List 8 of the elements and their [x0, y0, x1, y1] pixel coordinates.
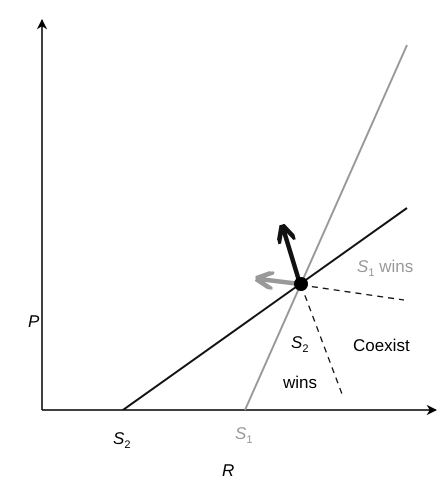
axis-title: P	[28, 313, 40, 330]
tick-label: S$_{2}$	[113, 430, 130, 451]
region-label: S$_{2}$	[291, 334, 308, 355]
region-label: wins	[283, 374, 318, 391]
tick-label: S$_{1}$	[235, 425, 252, 446]
region-label: S$_{1}$ wins	[357, 258, 414, 279]
axis-title: R	[222, 462, 234, 479]
region-label: Coexist	[353, 337, 410, 354]
